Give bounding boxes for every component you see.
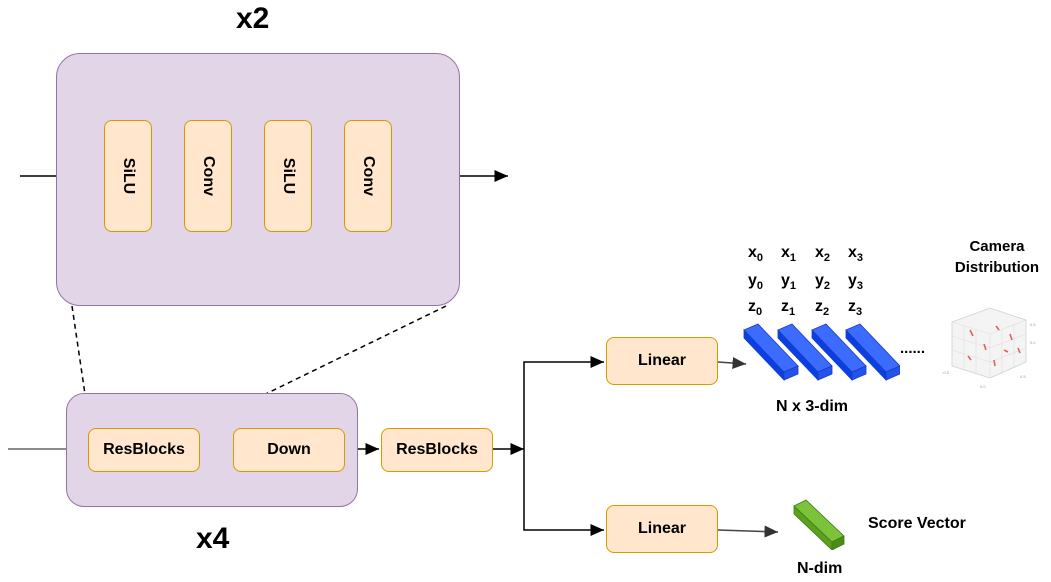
camera-distribution-title: Camera Distribution	[942, 238, 1051, 276]
svg-text:0.0: 0.0	[980, 384, 986, 389]
title-line-1: Camera	[969, 238, 1025, 255]
y2: y2	[815, 272, 831, 293]
title-line-2: Distribution	[954, 259, 1040, 276]
resblocks-box-2: ResBlocks	[381, 428, 493, 472]
zoom-line-right	[195, 305, 447, 429]
svg-text:0.0: 0.0	[1030, 340, 1036, 345]
z2: z2	[815, 298, 830, 319]
x2: x2	[815, 244, 831, 265]
ellipsis: ......	[900, 340, 926, 357]
camera-dims-label: N x 3-dim	[776, 398, 849, 415]
score-dims-label: N-dim	[797, 560, 843, 577]
camera-distribution-plot: -0.5 0.0 0.5 0.5 0.0	[942, 307, 1036, 389]
x1: x1	[781, 244, 797, 265]
y3: y3	[848, 272, 864, 293]
x3: x3	[848, 244, 864, 265]
down-box: Down	[233, 428, 345, 472]
camera-linear-box: Linear	[606, 337, 718, 385]
x0: x0	[748, 244, 764, 265]
camera-vector-blocks	[743, 323, 900, 381]
arrow-linear-score	[717, 525, 779, 538]
score-vector-label: Score Vector	[868, 515, 966, 532]
score-block-side	[831, 535, 845, 550]
bottom-repeat-label: x4	[196, 522, 230, 555]
arrow-branch-camera	[523, 356, 604, 449]
camera-block-2	[811, 323, 867, 381]
y1: y1	[781, 272, 797, 293]
svg-text:-0.5: -0.5	[942, 370, 950, 375]
score-vector-block	[793, 499, 845, 550]
svg-text:0.5: 0.5	[1020, 374, 1026, 379]
silu-layer-2: SiLU	[264, 120, 312, 232]
svg-text:0.5: 0.5	[1030, 322, 1036, 327]
z0: z0	[748, 298, 763, 319]
vector-row-x: x0	[748, 244, 763, 264]
top-repeat-label: x2	[236, 2, 270, 35]
arrow-linear-camera	[717, 357, 747, 370]
z3: z3	[848, 298, 863, 319]
camera-block-1	[777, 323, 833, 381]
camera-block-0	[743, 323, 799, 381]
arrow-branch-score	[523, 449, 604, 536]
camera-block-3	[845, 323, 900, 381]
conv-layer-2: Conv	[344, 120, 392, 232]
z1: z1	[781, 298, 796, 319]
resblocks-box-1: ResBlocks	[88, 428, 200, 472]
conv-layer-1: Conv	[184, 120, 232, 232]
silu-layer-1: SiLU	[104, 120, 152, 232]
score-linear-box: Linear	[606, 505, 718, 553]
y0: y0	[748, 272, 764, 293]
